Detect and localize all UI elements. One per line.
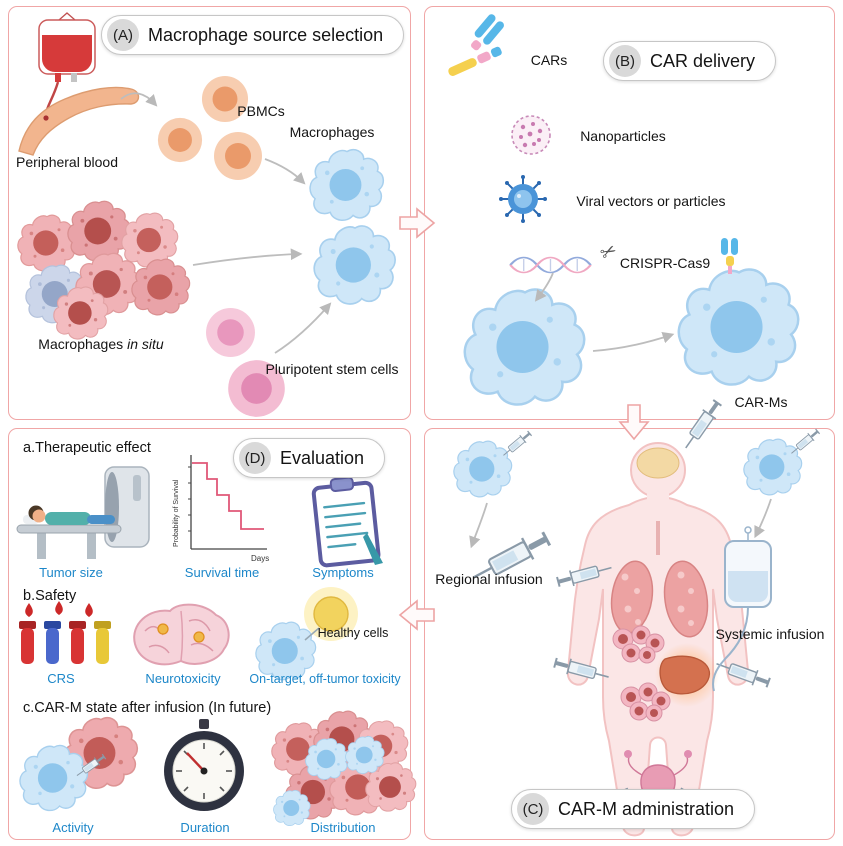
label-crispr: CRISPR-Cas9 — [619, 255, 711, 271]
panel-a-title: Macrophage source selection — [148, 24, 384, 45]
gauge-icon — [164, 719, 244, 811]
car-m-cell-icon — [743, 438, 803, 496]
distribution-illustration — [271, 710, 417, 827]
section-therapeutic-effect: a.Therapeutic effect — [23, 440, 151, 456]
label-pluripotent-stem-cells: Pluripotent stem cells — [265, 361, 399, 377]
panel-d-header: (D) Evaluation — [233, 438, 386, 478]
flow-arrow-c-to-d — [398, 599, 435, 631]
blood-samples-icon — [19, 601, 111, 664]
healthy-cell-icon — [313, 596, 349, 632]
label-peripheral-blood: Peripheral blood — [16, 154, 118, 170]
survival-x-axis-label: Days — [251, 554, 269, 563]
clipboard-icon — [311, 476, 383, 568]
on-target-off-tumor-illustration — [255, 587, 358, 681]
dna-icon — [509, 256, 592, 274]
label-neurotoxicity: Neurotoxicity — [145, 671, 221, 686]
panel-b-header: (B) CAR delivery — [603, 41, 777, 81]
label-tumor-size: Tumor size — [39, 565, 103, 580]
lungs — [610, 560, 709, 638]
head-tumor-blob — [636, 447, 680, 479]
blood-bag-arm-icon — [18, 12, 140, 156]
panel-b-car-delivery: (B) CAR delivery CARs Nanopar — [424, 6, 835, 420]
car-receptor-icon — [721, 238, 738, 274]
car-construct-icon — [448, 14, 504, 76]
brain-icon — [133, 603, 230, 666]
lung-nodules — [621, 571, 694, 626]
flow-arrow-b-to-c — [618, 404, 650, 441]
panel-d-title: Evaluation — [280, 447, 365, 468]
label-symptoms: Symptoms — [312, 565, 374, 580]
label-cars: CARs — [530, 52, 568, 68]
car-m-cell-icon — [453, 440, 513, 498]
label-pbmcs: PBMCs — [237, 103, 285, 119]
label-macrophages: Macrophages — [289, 124, 375, 140]
ct-scanner-icon — [16, 466, 150, 559]
panel-a-flow-arrows — [120, 92, 332, 354]
panel-c-header: (C) CAR-M administration — [511, 789, 756, 829]
administration-illustration — [453, 397, 822, 837]
survival-y-axis-label: Probability of Survival — [173, 479, 180, 547]
survival-curve-chart: Probability of Survival Days — [173, 455, 269, 563]
label-survival-time: Survival time — [184, 565, 260, 580]
panel-b-flow-arrows — [534, 272, 675, 352]
label-on-target-off-tumor: On-target, off-tumor toxicity — [249, 672, 401, 686]
tumor-cluster — [612, 625, 671, 722]
label-nanoparticles: Nanoparticles — [580, 128, 666, 144]
label-systemic-infusion: Systemic infusion — [715, 626, 825, 642]
label-viral-vectors: Viral vectors or particles — [576, 193, 726, 209]
label-regional-infusion: Regional infusion — [435, 571, 543, 587]
label-car-ms: CAR-Ms — [734, 394, 788, 410]
panel-a-macrophage-source: (A) Macrophage source selection Peripher… — [8, 6, 411, 420]
panel-c-title: CAR-M administration — [558, 798, 735, 819]
panel-a-header: (A) Macrophage source selection — [101, 15, 405, 55]
panel-d-badge: (D) — [239, 442, 271, 474]
label-healthy-cells: Healthy cells — [317, 626, 389, 640]
panel-a-badge: (A) — [107, 19, 139, 51]
panel-c-badge: (C) — [517, 793, 549, 825]
flow-arrow-a-to-b — [399, 207, 436, 239]
liver — [659, 655, 710, 695]
lesion-spot — [193, 631, 205, 643]
virus-icon — [499, 175, 547, 223]
label-duration: Duration — [180, 820, 230, 835]
label-distribution: Distribution — [310, 820, 376, 835]
activity-illustration — [19, 716, 139, 812]
label-activity: Activity — [52, 820, 94, 835]
section-car-m-state: c.CAR-M state after infusion (In future) — [23, 700, 272, 716]
nanoparticle-icon — [511, 115, 551, 155]
panel-c-administration: Regional infusion Systemic infusion (C) … — [424, 397, 835, 840]
panel-c-flow-arrows — [469, 498, 772, 549]
panel-d-evaluation: a.Therapeutic effect (D) Evaluation Tumo… — [8, 428, 417, 840]
section-safety: b.Safety — [23, 588, 77, 604]
panel-b-badge: (B) — [609, 45, 641, 77]
iv-bag-icon — [712, 526, 772, 692]
lesion-spot — [157, 623, 169, 635]
pen-icon — [363, 533, 383, 565]
label-crs: CRS — [47, 671, 75, 686]
panel-b-title: CAR delivery — [650, 50, 756, 71]
